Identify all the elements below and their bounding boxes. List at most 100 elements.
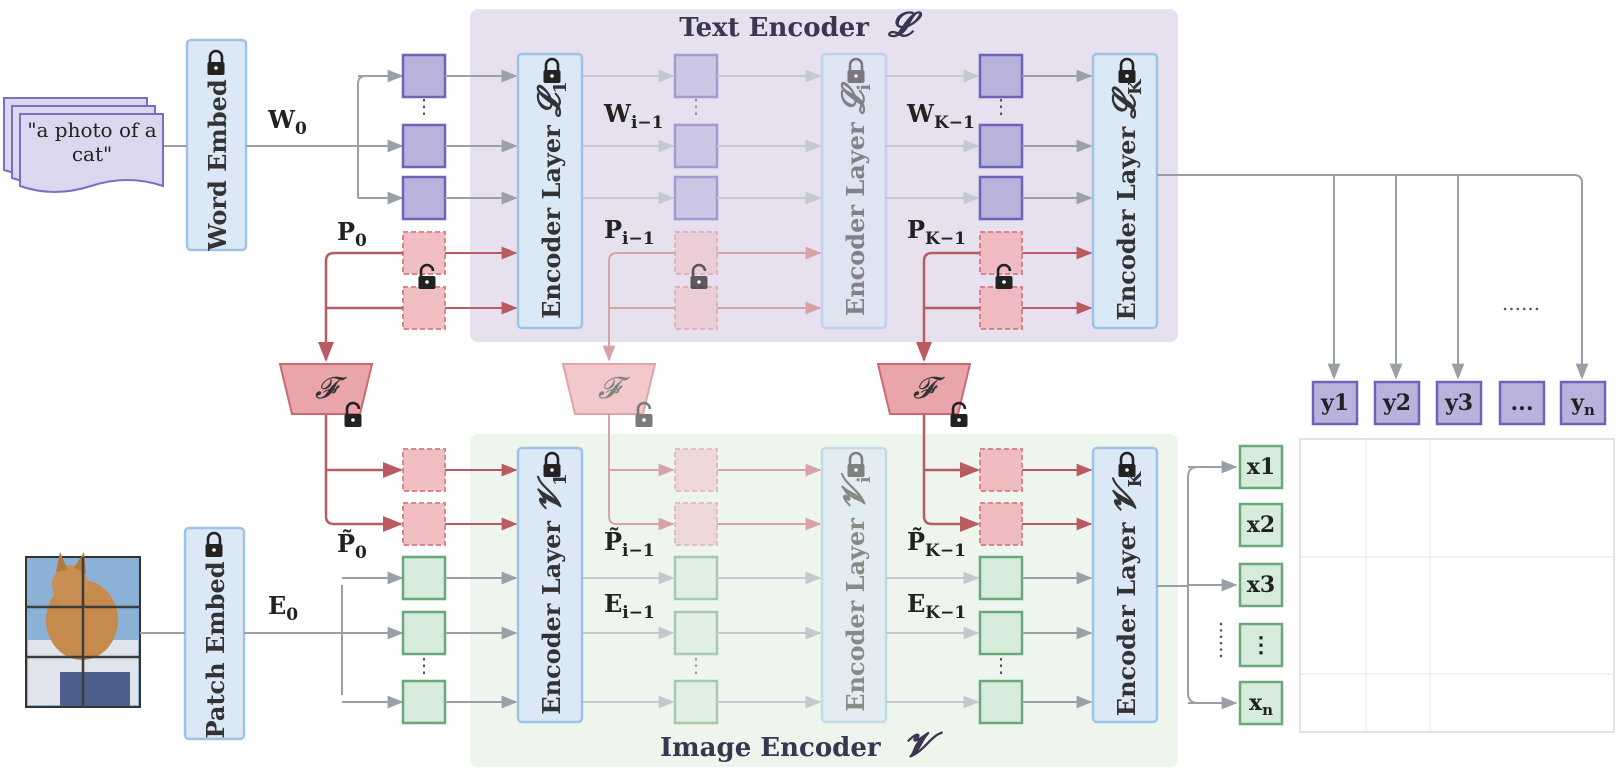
word-token: [673, 53, 719, 99]
y-output-box: [1559, 380, 1607, 426]
label-wk: WK−1: [906, 99, 975, 133]
image-prompt-token: [402, 502, 446, 546]
svg-text:P0: P0: [337, 217, 367, 251]
svg-text:Wi−1: Wi−1: [603, 99, 663, 133]
image-prompt-token: [674, 448, 718, 492]
x-ellipsis: ......: [1215, 621, 1239, 659]
text-layer-k: Encoder Layer 𝓛K: [1091, 52, 1159, 330]
text-output-lines: [1157, 174, 1589, 380]
svg-text:P̃i−1: P̃i−1: [604, 527, 655, 561]
label-ei: Ei−1: [604, 589, 655, 623]
image-token: [401, 610, 447, 656]
image-prompt-token: [674, 502, 718, 546]
x-output-box: [1238, 680, 1284, 726]
label-ek: EK−1: [907, 589, 966, 623]
label-e0: E0: [268, 591, 298, 625]
x-output-label: ⋮: [1250, 632, 1272, 658]
coupling-output-arrow: [324, 414, 403, 532]
y-ellipsis: ......: [1502, 291, 1540, 315]
svg-text:Encoder Layer 𝓥i: Encoder Layer 𝓥i: [834, 473, 875, 712]
image-layer-k: Encoder Layer 𝓥K: [1091, 446, 1159, 724]
x-output-box: [1238, 562, 1284, 608]
image-layer-1: Encoder Layer 𝓥1: [516, 446, 584, 724]
y-output-label: ...: [1511, 390, 1534, 416]
svg-text:Encoder Layer 𝓥1: Encoder Layer 𝓥1: [530, 473, 571, 714]
text-prompt-token: [402, 286, 446, 330]
word-token: [401, 175, 447, 221]
label-wi: Wi−1: [603, 99, 663, 133]
coupling-f-k: 𝓕: [876, 363, 972, 429]
image-token: [401, 679, 447, 725]
text-prompt-token: [979, 231, 1023, 275]
image-layer-i: Encoder Layer 𝓥i: [820, 446, 888, 724]
svg-text:Encoder Layer 𝓥K: Encoder Layer 𝓥K: [1105, 470, 1146, 716]
token-ellipsis: ⋮: [686, 94, 706, 118]
svg-text:PK−1: PK−1: [907, 215, 966, 249]
text-layer-i: Encoder Layer 𝓛i: [820, 52, 888, 330]
svg-text:WK−1: WK−1: [906, 99, 975, 133]
coupling-input-arrow: [916, 251, 980, 362]
svg-text:Pi−1: Pi−1: [604, 215, 655, 249]
label-w0: W0: [267, 105, 307, 139]
patch-embed-block: Patch Embed: [183, 526, 246, 741]
image-prompt-token: [979, 448, 1023, 492]
word-token: [978, 175, 1024, 221]
x-output-box: [1238, 502, 1284, 548]
coupling-output-arrow: [922, 414, 980, 532]
x-output-label: x3: [1247, 572, 1275, 598]
svg-text:Encoder Layer 𝓛K: Encoder Layer 𝓛K: [1105, 78, 1146, 320]
svg-text:E0: E0: [268, 591, 298, 625]
image-token: [978, 610, 1024, 656]
image-encoder-title: Image Encoder 𝓥: [660, 725, 944, 765]
label-pi: Pi−1: [604, 215, 655, 249]
coupling-output-arrow: [608, 414, 675, 531]
y-output-box: [1435, 380, 1483, 426]
image-token: [673, 610, 719, 656]
svg-text:W0: W0: [267, 105, 307, 139]
cat-image: [25, 552, 141, 708]
x-output-box: [1238, 444, 1284, 490]
y-output-box: [1311, 380, 1359, 426]
caption-text: "a photo of a cat": [27, 118, 157, 166]
image-token: [978, 679, 1024, 725]
text-prompt-token: [674, 286, 718, 330]
label-p0: P0: [337, 217, 367, 251]
text-layer-1: Encoder Layer 𝓛1: [516, 52, 584, 330]
token-ellipsis: ⋮: [414, 94, 434, 118]
y-output-label: yn: [1570, 390, 1595, 419]
image-token: [673, 679, 719, 725]
svg-text:Encoder Layer 𝓛i: Encoder Layer 𝓛i: [834, 81, 875, 316]
word-token: [673, 175, 719, 221]
token-ellipsis: ⋮: [686, 653, 706, 677]
coupling-f-1: 𝓕: [278, 363, 374, 429]
text-prompt-token: [674, 231, 718, 275]
label-pk: PK−1: [907, 215, 966, 249]
text-prompt-token: [402, 231, 446, 275]
image-token: [673, 555, 719, 601]
x-output-label: x1: [1247, 454, 1275, 480]
label-pti: P̃i−1: [604, 527, 655, 561]
y-output-label: y1: [1320, 390, 1349, 416]
patch-embed-label: Patch Embed: [201, 561, 230, 738]
word-token: [673, 123, 719, 169]
text-prompt-token: [979, 286, 1023, 330]
word-token: [401, 123, 447, 169]
svg-text:P̃K−1: P̃K−1: [907, 527, 966, 561]
image-token: [978, 555, 1024, 601]
image-output-lines: [1157, 460, 1238, 710]
word-token: [401, 53, 447, 99]
word-token: [978, 123, 1024, 169]
x-output-label: x2: [1247, 512, 1275, 538]
image-prompt-token: [979, 502, 1023, 546]
svg-text:Encoder Layer 𝓛1: Encoder Layer 𝓛1: [530, 81, 571, 319]
label-pt0: P̃0: [337, 529, 367, 563]
word-embed-label: Word Embed: [203, 79, 232, 252]
svg-text:P̃0: P̃0: [337, 529, 367, 563]
word-embed-block: Word Embed: [185, 38, 248, 252]
token-ellipsis: ⋮: [414, 653, 434, 677]
label-ptk: P̃K−1: [907, 527, 966, 561]
caption-document: "a photo of a cat": [3, 97, 164, 193]
y-output-label: y2: [1382, 390, 1411, 416]
coupling-input-arrow: [602, 252, 675, 362]
